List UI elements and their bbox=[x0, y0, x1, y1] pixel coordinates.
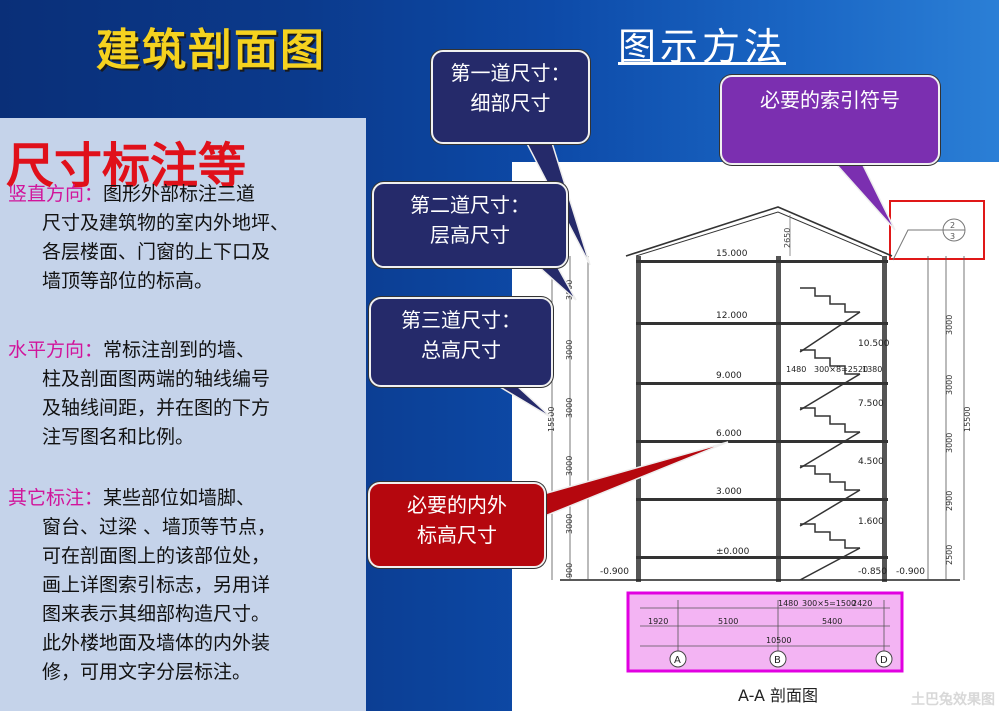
callout-line: 必要的内外 bbox=[407, 493, 507, 517]
other-line: 修，可用文字分层标注。 bbox=[42, 661, 252, 683]
right-mid-dim: 3000 bbox=[945, 375, 954, 395]
callout-line: 层高尺寸 bbox=[430, 223, 510, 247]
axis-label: A bbox=[674, 655, 681, 666]
elevation-label: 12.000 bbox=[716, 311, 748, 321]
stair-dim: 1480 bbox=[786, 365, 806, 374]
horizontal-line: 柱及剖面图两端的轴线编号 bbox=[42, 368, 271, 390]
callout-index-symbol: 必要的索引符号 bbox=[720, 75, 940, 165]
callout-line: 第一道尺寸： bbox=[450, 61, 571, 85]
horizontal-line: 注写图名和比例。 bbox=[42, 426, 195, 448]
other-line: 某些部位如墙脚、 bbox=[103, 487, 256, 509]
elevation-label: 3.000 bbox=[716, 487, 742, 497]
callout-pointer bbox=[539, 441, 729, 520]
axis-bubble-icon bbox=[875, 650, 893, 668]
bottom-total-dim: 10500 bbox=[766, 636, 791, 645]
left-mid-dim: 3000 bbox=[565, 456, 574, 476]
callout-line: 总高尺寸 bbox=[421, 338, 501, 362]
middle-wall bbox=[776, 256, 781, 582]
callout-line: 第二道尺寸： bbox=[410, 193, 530, 217]
vertical-line: 尺寸及建筑物的室内外地坪、 bbox=[42, 212, 290, 234]
vertical-line: 各层楼面、门窗的上下口及 bbox=[42, 241, 271, 263]
stair-dim: 1380 bbox=[862, 365, 882, 374]
right-mid-dim: 3000 bbox=[945, 315, 954, 335]
callout-line: 必要的索引符号 bbox=[760, 88, 900, 112]
stair-dim: 300×8=2520 bbox=[814, 365, 868, 374]
bottom-dim: 5100 bbox=[718, 617, 738, 626]
other-line: 窗台、过梁 、墙顶等节点， bbox=[42, 516, 277, 538]
callout-floor-height: 第二道尺寸： 层高尺寸 bbox=[372, 182, 568, 268]
elevation-label: 9.000 bbox=[716, 371, 742, 381]
stair-elevation: 4.500 bbox=[858, 457, 884, 467]
panel-heading: 尺寸标注等 bbox=[6, 138, 247, 194]
elevation-label: -0.900 bbox=[600, 567, 629, 577]
right-mid-dim: 2900 bbox=[945, 491, 954, 511]
elevation-label: -0.850 bbox=[858, 567, 887, 577]
bottom-dim: 1480 bbox=[778, 599, 798, 608]
drawing-caption: A-A 剖面图 bbox=[738, 686, 819, 705]
right-wall bbox=[882, 256, 887, 582]
other-section: 其它标注：某些部位如墙脚、 窗台、过梁 、墙顶等节点， 可在剖面图上的该部位处，… bbox=[8, 484, 364, 687]
left-total-dim: 15500 bbox=[547, 407, 556, 432]
other-label: 其它标注： bbox=[8, 487, 104, 509]
horizontal-section: 水平方向：常标注剖到的墙、 柱及剖面图两端的轴线编号 及轴线间距，并在图的下方 … bbox=[8, 336, 364, 452]
stair-elevation: 10.500 bbox=[858, 339, 890, 349]
bottom-dim: 2420 bbox=[852, 599, 872, 608]
left-mid-dim: 3000 bbox=[565, 340, 574, 360]
floor-slabs bbox=[636, 260, 888, 559]
index-num-top: 2 bbox=[950, 221, 955, 230]
watermark: 土巴兔效果图 bbox=[911, 692, 995, 708]
axis-bubble-icon bbox=[769, 650, 787, 668]
vertical-section: 竖直方向：图形外部标注三道 尺寸及建筑物的室内外地坪、 各层楼面、门窗的上下口及… bbox=[8, 180, 364, 296]
elevation-label: -0.900 bbox=[896, 567, 925, 577]
vertical-label: 竖直方向： bbox=[8, 183, 104, 205]
axis-bubble-icon bbox=[669, 650, 687, 668]
callout-line: 第三道尺寸： bbox=[401, 308, 521, 332]
bottom-dim: 300×5=1500 bbox=[802, 599, 856, 608]
roof-outline bbox=[625, 206, 893, 257]
vertical-line: 墙顶等部位的标高。 bbox=[42, 270, 214, 292]
roof-dim: 2650 bbox=[783, 228, 792, 248]
elevation-label: ±0.000 bbox=[716, 547, 750, 557]
text-panel: 尺寸标注等 竖直方向：图形外部标注三道 尺寸及建筑物的室内外地坪、 各层楼面、门… bbox=[0, 118, 366, 711]
main-title: 建筑剖面图 bbox=[96, 25, 326, 76]
bottom-dim: 1920 bbox=[648, 617, 668, 626]
right-mid-dim: 3000 bbox=[945, 433, 954, 453]
other-line: 图来表示其细部构造尺寸。 bbox=[42, 603, 271, 625]
elevation-label: 15.000 bbox=[716, 249, 748, 259]
elevation-label: 6.000 bbox=[716, 429, 742, 439]
sub-title: 图示方法 bbox=[618, 25, 787, 69]
left-wall bbox=[636, 256, 641, 582]
callout-total-height: 第三道尺寸： 总高尺寸 bbox=[369, 297, 553, 387]
left-mid-dim: 3000 bbox=[565, 514, 574, 534]
callout-line: 细部尺寸 bbox=[470, 91, 551, 115]
stair-elevation: 1.600 bbox=[858, 517, 884, 527]
left-mid-dim: 3000 bbox=[565, 398, 574, 418]
axis-label: D bbox=[880, 655, 888, 666]
stair-flights bbox=[799, 287, 861, 581]
stair-elevation: 7.500 bbox=[858, 399, 884, 409]
horizontal-line: 常标注剖到的墙、 bbox=[103, 339, 256, 361]
bottom-dim: 5400 bbox=[822, 617, 842, 626]
index-highlight bbox=[889, 200, 985, 260]
other-line: 可在剖面图上的该部位处， bbox=[42, 545, 271, 567]
vertical-line: 图形外部标注三道 bbox=[103, 183, 256, 205]
callout-detail-dims: 第一道尺寸： 细部尺寸 bbox=[431, 50, 590, 144]
right-mid-dim: 2500 bbox=[945, 545, 954, 565]
callout-elevations: 必要的内外 标高尺寸 bbox=[368, 482, 546, 568]
callout-pointer bbox=[826, 154, 896, 231]
callout-line: 标高尺寸 bbox=[417, 523, 497, 547]
axis-bubbles bbox=[669, 650, 893, 668]
axis-label: B bbox=[774, 655, 781, 666]
index-num-bottom: 3 bbox=[950, 232, 955, 241]
horizontal-line: 及轴线间距，并在图的下方 bbox=[42, 397, 271, 419]
left-mid-dim: 900 bbox=[565, 563, 574, 578]
horizontal-label: 水平方向： bbox=[8, 339, 104, 361]
other-line: 画上详图索引标志，另用详 bbox=[42, 574, 271, 596]
right-total-dim: 15500 bbox=[963, 407, 972, 432]
other-line: 此外楼地面及墙体的内外装 bbox=[42, 632, 271, 654]
